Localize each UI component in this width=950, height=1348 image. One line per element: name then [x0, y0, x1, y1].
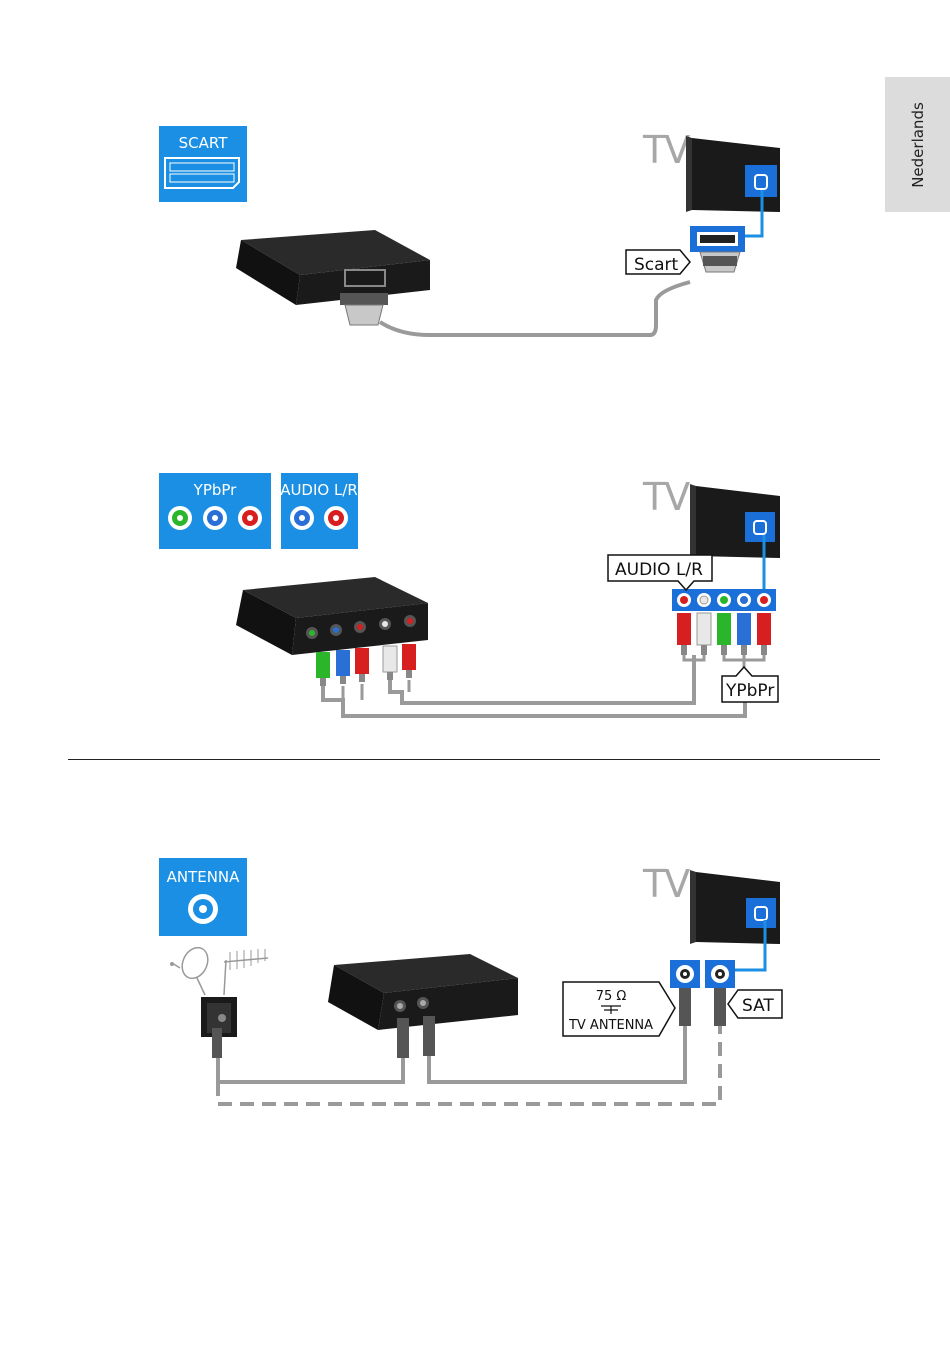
set-top-box — [236, 230, 430, 305]
tv-scart-port — [690, 226, 745, 272]
component-source-box — [236, 577, 428, 655]
scart-badge: SCART — [159, 126, 247, 202]
wall-antenna-socket — [201, 997, 237, 1058]
sat-callout: SAT — [728, 990, 782, 1018]
tv-component-ports — [672, 589, 776, 655]
tv-label-scart: TV — [642, 128, 690, 172]
scart-badge-label: SCART — [179, 134, 229, 152]
audio-lr-badge-label: AUDIO L/R — [280, 481, 358, 499]
ohm-label: 75 Ω — [596, 989, 627, 1004]
antenna-diagram: ANTENNA TV — [0, 850, 950, 1120]
tv-antenna-callout-label: TV ANTENNA — [568, 1018, 653, 1033]
ypbpr-badge: YPbPr — [159, 473, 271, 549]
audio-lr-callout-label: AUDIO L/R — [615, 560, 703, 580]
ypbpr-badge-label: YPbPr — [193, 481, 238, 499]
antenna-badge-label: ANTENNA — [167, 868, 241, 886]
ypbpr-callout-label: YPbPr — [725, 681, 774, 701]
ypbpr-callout: YPbPr — [722, 667, 778, 702]
component-audio-cable — [390, 655, 694, 703]
sat-cable-dashed — [218, 1026, 720, 1104]
antenna-badge: ANTENNA — [159, 858, 247, 936]
receiver-box — [328, 954, 518, 1058]
tv-label-component: TV — [642, 475, 690, 519]
scart-diagram: SCART TV Scart — [0, 0, 950, 360]
section-divider — [68, 759, 880, 760]
scart-callout: Scart — [626, 250, 690, 275]
tv-label-antenna: TV — [642, 862, 690, 906]
scart-plug-source — [340, 293, 388, 325]
audio-lr-badge: AUDIO L/R — [280, 473, 358, 549]
scart-callout-label: Scart — [634, 255, 679, 275]
tv-icon-component — [690, 484, 780, 558]
satellite-dish-icon — [170, 943, 213, 995]
component-diagram: YPbPr AUDIO L/R TV — [0, 460, 950, 730]
tv-icon-scart — [686, 136, 780, 212]
aerial-antenna-icon — [224, 949, 268, 995]
tv-antenna-ports — [670, 960, 735, 1026]
audio-lr-callout: AUDIO L/R — [608, 555, 712, 590]
antenna-cable-solid — [218, 1058, 403, 1082]
sat-callout-label: SAT — [742, 996, 774, 1016]
tv-antenna-callout: 75 Ω TV ANTENNA — [563, 982, 675, 1036]
